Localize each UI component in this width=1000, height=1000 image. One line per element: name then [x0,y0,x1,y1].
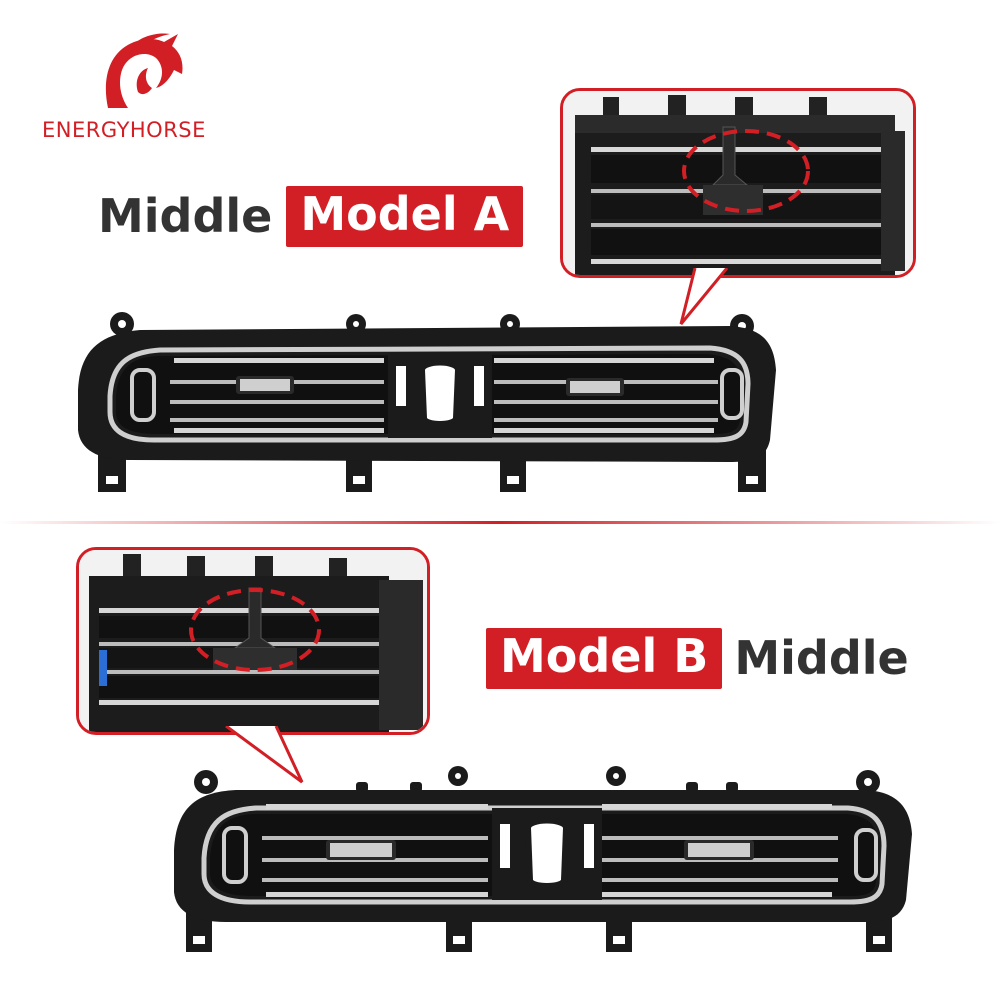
model-a-heading: Middle Model A [98,186,524,247]
model-a-position-label: Middle [98,189,273,243]
brand-logo [98,30,188,112]
model-a-vent-image [70,300,790,500]
model-b-heading: Model B Middle [486,628,909,689]
model-a-callout-pointer [679,268,729,325]
model-b-detail-image [79,550,427,732]
model-b-detail-inset [76,547,430,735]
model-b-callout-pointer [225,726,304,784]
brand-name: ENERGYHORSE [42,118,206,142]
horse-head-icon [105,33,183,108]
model-a-detail-inset [560,88,916,278]
model-b-tag: Model B [486,628,723,689]
model-a-detail-image [563,91,913,275]
section-divider [0,521,1000,524]
model-b-position-label: Middle [734,631,909,685]
model-b-vent-image [166,760,926,960]
model-a-tag: Model A [286,186,524,247]
